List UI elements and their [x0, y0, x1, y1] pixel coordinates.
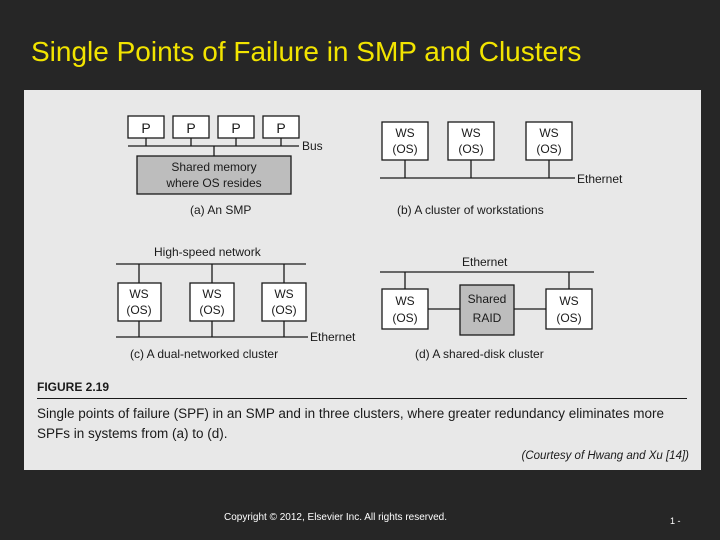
shared-raid-box: [459, 284, 515, 336]
raid-label-line1: Shared: [468, 292, 507, 306]
ws-label-b1: WS: [395, 126, 414, 140]
ethernet-label-d: Ethernet: [462, 255, 508, 269]
ethernet-label-b: Ethernet: [577, 172, 623, 186]
ws-box-d2: [545, 288, 593, 330]
ws-label-d1: WS: [395, 294, 414, 308]
os-label-d1: (OS): [392, 311, 417, 325]
dual-network-caption: (c) A dual-networked cluster: [130, 347, 278, 361]
dual-network-cluster-diagram: High-speed network WS (OS) WS (OS) WS (O…: [116, 245, 356, 361]
figure-number: FIGURE 2.19: [37, 380, 110, 394]
ws-label-c1: WS: [129, 287, 148, 301]
os-label-b3: (OS): [536, 142, 561, 156]
ws-box-c2: [189, 282, 235, 322]
ws-label-d2: WS: [559, 294, 578, 308]
caption-divider: [37, 398, 687, 399]
copyright-footer: Copyright © 2012, Elsevier Inc. All righ…: [224, 512, 448, 523]
smp-caption: (a) An SMP: [190, 203, 251, 217]
ethernet-label-c: Ethernet: [310, 330, 356, 344]
architecture-diagram: P P P P Bus Shared memory where OS resid…: [116, 115, 623, 361]
ws-label-c3: WS: [274, 287, 293, 301]
raid-label-line2: RAID: [473, 311, 502, 325]
ws-box-b1: [381, 121, 429, 161]
high-speed-network-label: High-speed network: [154, 245, 262, 259]
processor-label-3: P: [231, 120, 240, 136]
os-label-c2: (OS): [199, 303, 224, 317]
bus-label: Bus: [302, 139, 323, 153]
os-label-d2: (OS): [556, 311, 581, 325]
smp-diagram: P P P P Bus Shared memory where OS resid…: [127, 115, 323, 217]
shared-disk-cluster-diagram: Ethernet WS (OS) Shared RAID WS (OS) (d)…: [380, 255, 594, 361]
figure-caption: Single points of failure (SPF) in an SMP…: [37, 406, 665, 441]
os-label-b1: (OS): [392, 142, 417, 156]
ws-label-b3: WS: [539, 126, 558, 140]
slide-title: Single Points of Failure in SMP and Clus…: [31, 36, 582, 67]
os-label-c1: (OS): [126, 303, 151, 317]
ws-label-b2: WS: [461, 126, 480, 140]
ws-box-b3: [525, 121, 573, 161]
figure-panel: P P P P Bus Shared memory where OS resid…: [24, 90, 701, 470]
shared-memory-line2: where OS resides: [165, 176, 261, 190]
ws-box-c1: [117, 282, 162, 322]
workstation-cluster-diagram: WS (OS) WS (OS) WS (OS) Ethernet (b) A c…: [380, 121, 623, 217]
ws-label-c2: WS: [202, 287, 221, 301]
processor-label-2: P: [186, 120, 195, 136]
os-label-b2: (OS): [458, 142, 483, 156]
shared-memory-line1: Shared memory: [171, 160, 256, 174]
shared-memory-box: [136, 155, 292, 195]
processor-label-1: P: [141, 120, 150, 136]
workstation-cluster-caption: (b) A cluster of workstations: [397, 203, 544, 217]
shared-disk-caption: (d) A shared-disk cluster: [415, 347, 544, 361]
courtesy-note: (Courtesy of Hwang and Xu [14]): [521, 450, 689, 462]
os-label-c3: (OS): [271, 303, 296, 317]
processor-label-4: P: [276, 120, 285, 136]
page-number: 1 -: [670, 516, 681, 526]
ws-box-d1: [381, 288, 429, 330]
